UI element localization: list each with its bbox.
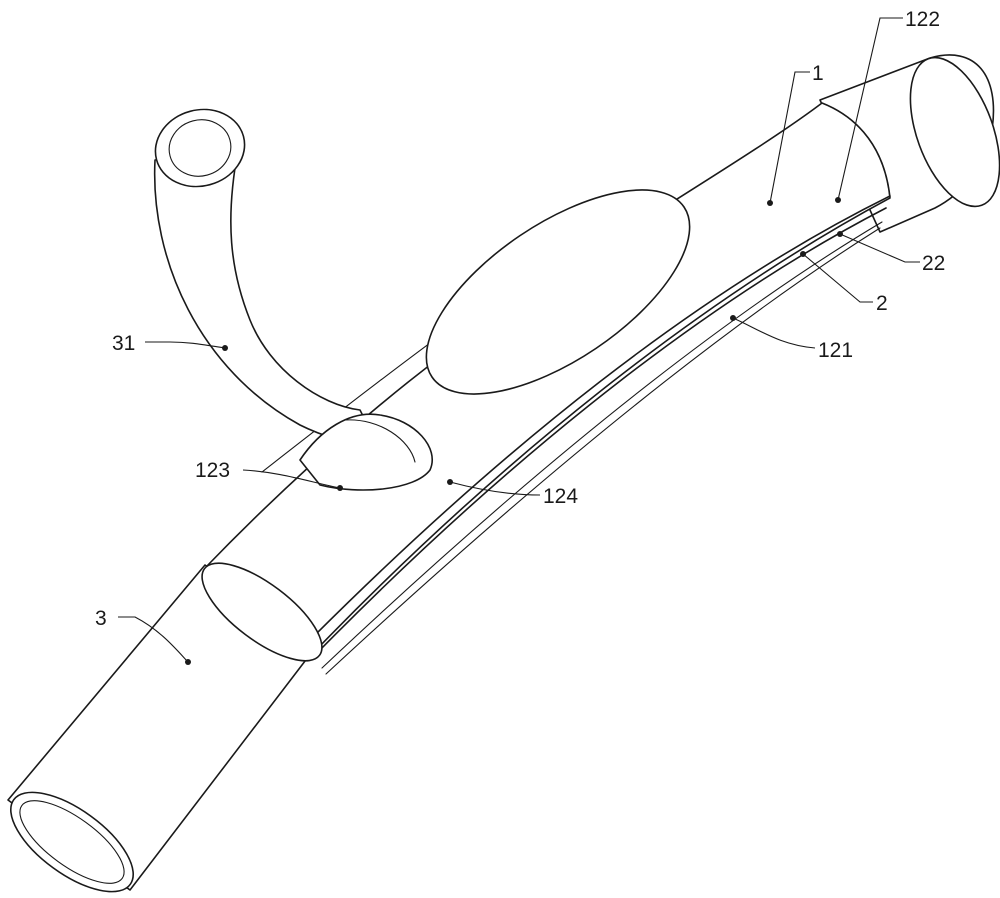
label-22: 22 — [922, 252, 945, 275]
dot-121 — [730, 315, 736, 321]
leader-121 — [733, 318, 815, 348]
dot-31 — [222, 345, 228, 351]
side-tube — [147, 100, 433, 490]
label-122: 122 — [905, 8, 940, 31]
label-124: 124 — [543, 485, 578, 508]
side-tube-body — [155, 150, 380, 450]
label-3: 3 — [95, 607, 107, 630]
dot-123 — [337, 485, 343, 491]
dot-22 — [837, 231, 843, 237]
label-31: 31 — [112, 332, 135, 355]
callout-121: 121 — [730, 315, 853, 362]
dot-124 — [447, 479, 453, 485]
dot-3 — [185, 659, 191, 665]
label-2: 2 — [876, 292, 888, 315]
callout-2: 2 — [800, 251, 888, 315]
label-1: 1 — [812, 62, 824, 85]
label-123: 123 — [195, 459, 230, 482]
lower-tube — [0, 546, 336, 898]
label-121: 121 — [818, 339, 853, 362]
dot-2 — [800, 251, 806, 257]
leader-22 — [840, 234, 920, 262]
leader-2 — [803, 254, 873, 302]
dot-122 — [835, 197, 841, 203]
main-body — [205, 46, 1000, 648]
dot-1 — [767, 200, 773, 206]
callout-22: 22 — [837, 231, 945, 275]
